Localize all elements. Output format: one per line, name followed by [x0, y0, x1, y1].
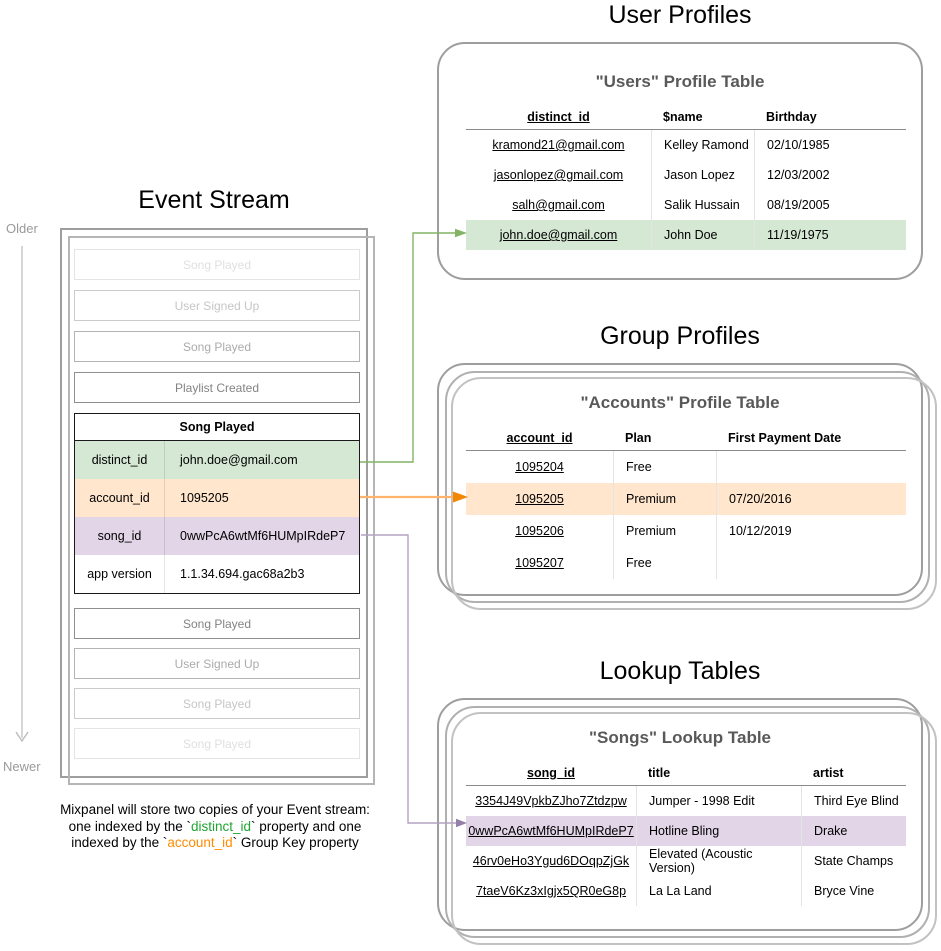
table-row: 7taeV6Kz3xIgjx5QR0eG8p — [475, 884, 627, 898]
table-cell: La La Land — [636, 876, 801, 906]
table-cell: Elevated (Acoustic Version) — [636, 846, 801, 876]
column-header: artist — [801, 760, 906, 786]
table-cell: 10/12/2019 — [716, 515, 906, 547]
accounts-table: account_id Plan First Payment Date 10952… — [466, 425, 906, 579]
table-cell — [716, 451, 906, 483]
event-stream-box: Song Played User Signed Up Song Played P… — [60, 228, 375, 785]
table-row: salh@gmail.com — [512, 198, 605, 212]
table-row: 1095206 — [515, 524, 564, 538]
table-row: kramond21@gmail.com — [492, 138, 625, 152]
accounts-profile-card: "Accounts" Profile Table account_id Plan… — [437, 363, 937, 610]
users-profile-card: "Users" Profile Table distinct_id $name … — [437, 42, 923, 280]
highlighted-table-row: john.doe@gmail.com — [466, 220, 651, 250]
table-cell: Free — [613, 547, 716, 579]
property-row-account-id: account_id 1095205 — [75, 479, 359, 517]
table-cell: Kelley Ramond — [651, 130, 754, 160]
property-value: 1.1.34.694.gac68a2b3 — [180, 567, 305, 581]
lookup-tables-title: Lookup Tables — [599, 657, 761, 685]
table-cell: Drake — [801, 816, 906, 846]
column-header: song_id — [466, 760, 636, 786]
table-cell: 07/20/2016 — [716, 483, 906, 515]
selected-event-title: Song Played — [75, 414, 359, 441]
user-profiles-title: User Profiles — [608, 1, 752, 29]
property-row-app-version: app version 1.1.34.694.gac68a2b3 — [75, 555, 359, 593]
table-cell: 12/03/2002 — [754, 160, 906, 190]
table-cell: Jason Lopez — [651, 160, 754, 190]
table-cell: Hotline Bling — [636, 816, 801, 846]
event-item: User Signed Up — [74, 290, 360, 321]
songs-table: song_id title artist 3354J49VpkbZJho7Ztd… — [466, 760, 906, 906]
table-cell: Third Eye Blind — [801, 786, 906, 816]
table-cell: Jumper - 1998 Edit — [636, 786, 801, 816]
column-header: account_id — [466, 425, 613, 451]
event-stream-title: Event Stream — [138, 186, 290, 214]
accounts-table-subtitle: "Accounts" Profile Table — [580, 393, 780, 412]
users-table: distinct_id $name Birthday kramond21@gma… — [466, 104, 906, 250]
column-header: First Payment Date — [716, 425, 906, 451]
column-header: Plan — [613, 425, 716, 451]
property-key: distinct_id — [75, 441, 165, 479]
table-cell: Free — [613, 451, 716, 483]
event-item: Playlist Created — [74, 372, 360, 403]
footnote-caption: Mixpanel will store two copies of your E… — [28, 802, 402, 852]
caption-line-1: Mixpanel will store two copies of your E… — [60, 802, 370, 817]
property-row-song-id: song_id 0wwPcA6wtMf6HUMpIRdeP7 — [75, 517, 359, 555]
table-cell: 02/10/1985 — [754, 130, 906, 160]
property-value: 0wwPcA6wtMf6HUMpIRdeP7 — [180, 529, 346, 543]
property-key: account_id — [75, 479, 165, 517]
table-cell: State Champs — [801, 846, 906, 876]
table-cell: Premium — [613, 483, 716, 515]
property-key: app version — [75, 555, 165, 593]
property-row-distinct-id: distinct_id john.doe@gmail.com — [75, 441, 359, 479]
table-row: 3354J49VpkbZJho7Ztdzpw — [475, 794, 627, 808]
table-row: 1095204 — [515, 460, 564, 474]
event-item: Song Played — [74, 331, 360, 362]
property-value: 1095205 — [180, 491, 229, 505]
column-header: $name — [651, 104, 754, 130]
table-row: jasonlopez@gmail.com — [493, 168, 624, 182]
event-item: User Signed Up — [74, 648, 360, 679]
table-row: 46rv0eHo3Ygud6DOqpZjGk — [472, 854, 630, 868]
caption-distinct-id: distinct_id — [190, 818, 252, 834]
column-header: distinct_id — [466, 104, 651, 130]
users-table-subtitle: "Users" Profile Table — [595, 72, 765, 91]
highlighted-table-row: 0wwPcA6wtMf6HUMpIRdeP7 — [466, 816, 636, 846]
caption-account-id: account_id — [167, 835, 233, 850]
songs-table-subtitle: "Songs" Lookup Table — [588, 728, 772, 747]
caption-line-2: one indexed by the `distinct_id` propert… — [68, 818, 362, 834]
table-cell: Premium — [613, 515, 716, 547]
event-item: Song Played — [74, 249, 360, 280]
event-item: Song Played — [74, 688, 360, 719]
event-item: Song Played — [74, 728, 360, 759]
highlighted-table-row: 1095205 — [466, 483, 613, 515]
selected-event-table: Song Played distinct_id john.doe@gmail.c… — [74, 413, 360, 594]
property-key: song_id — [75, 517, 165, 555]
songs-lookup-card: "Songs" Lookup Table song_id title artis… — [437, 698, 937, 945]
caption-line-3: indexed by the `account_id` Group Key pr… — [71, 835, 359, 850]
table-cell: Bryce Vine — [801, 876, 906, 906]
timeline-newer-label: Newer — [3, 759, 41, 774]
table-cell — [716, 547, 906, 579]
column-header: Birthday — [754, 104, 906, 130]
table-cell: John Doe — [651, 220, 754, 250]
table-cell: Salik Hussain — [651, 190, 754, 220]
table-cell: 08/19/2005 — [754, 190, 906, 220]
property-value: john.doe@gmail.com — [180, 453, 298, 467]
table-cell: 11/19/1975 — [754, 220, 906, 250]
timeline-arrow-icon — [15, 246, 29, 743]
event-item: Song Played — [74, 608, 360, 639]
group-profiles-title: Group Profiles — [600, 322, 760, 350]
column-header: title — [636, 760, 801, 786]
table-row: 1095207 — [515, 556, 564, 570]
timeline-older-label: Older — [6, 221, 38, 236]
